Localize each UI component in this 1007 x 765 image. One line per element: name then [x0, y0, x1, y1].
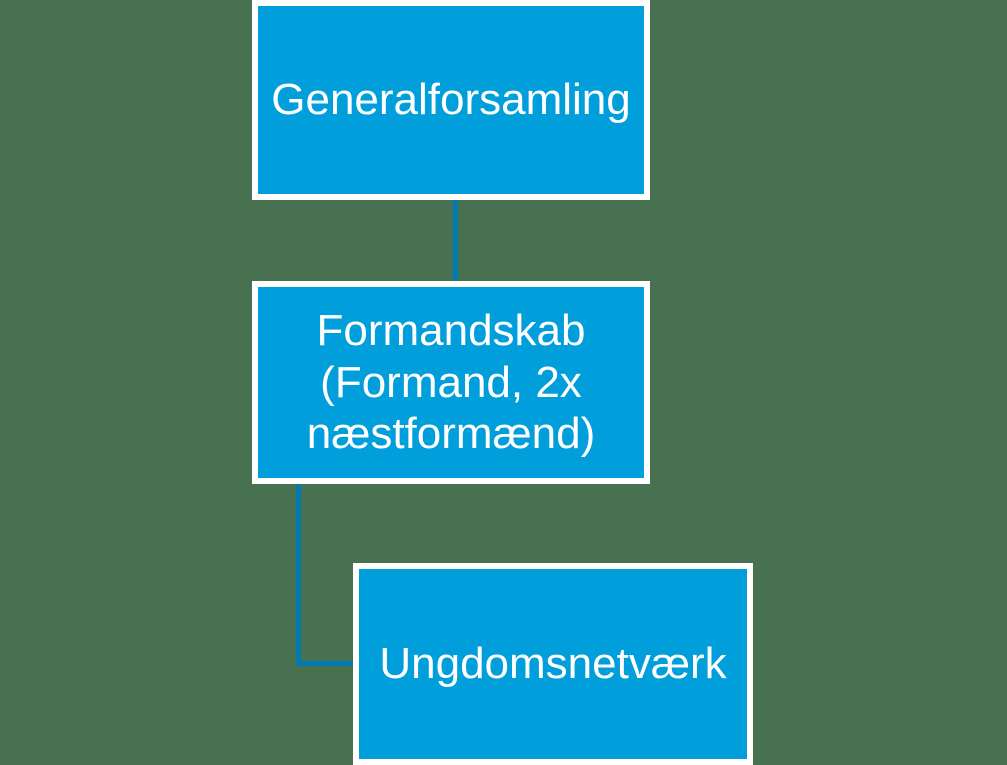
- node-formandskab: Formandskab (Formand, 2x næstformænd): [252, 281, 650, 484]
- node-ungdomsnetvaerk: Ungdomsnetværk: [353, 563, 753, 765]
- connector-generalforsamling-formandskab: [453, 199, 458, 282]
- node-generalforsamling-label: Generalforsamling: [271, 75, 631, 125]
- connector-formandskab-ungdomsnetvaerk-horizontal: [296, 661, 354, 666]
- node-formandskab-label: Formandskab (Formand, 2x næstformænd): [306, 305, 596, 459]
- node-generalforsamling: Generalforsamling: [252, 0, 650, 200]
- connector-formandskab-ungdomsnetvaerk-vertical: [296, 483, 301, 666]
- node-ungdomsnetvaerk-label: Ungdomsnetværk: [379, 639, 727, 689]
